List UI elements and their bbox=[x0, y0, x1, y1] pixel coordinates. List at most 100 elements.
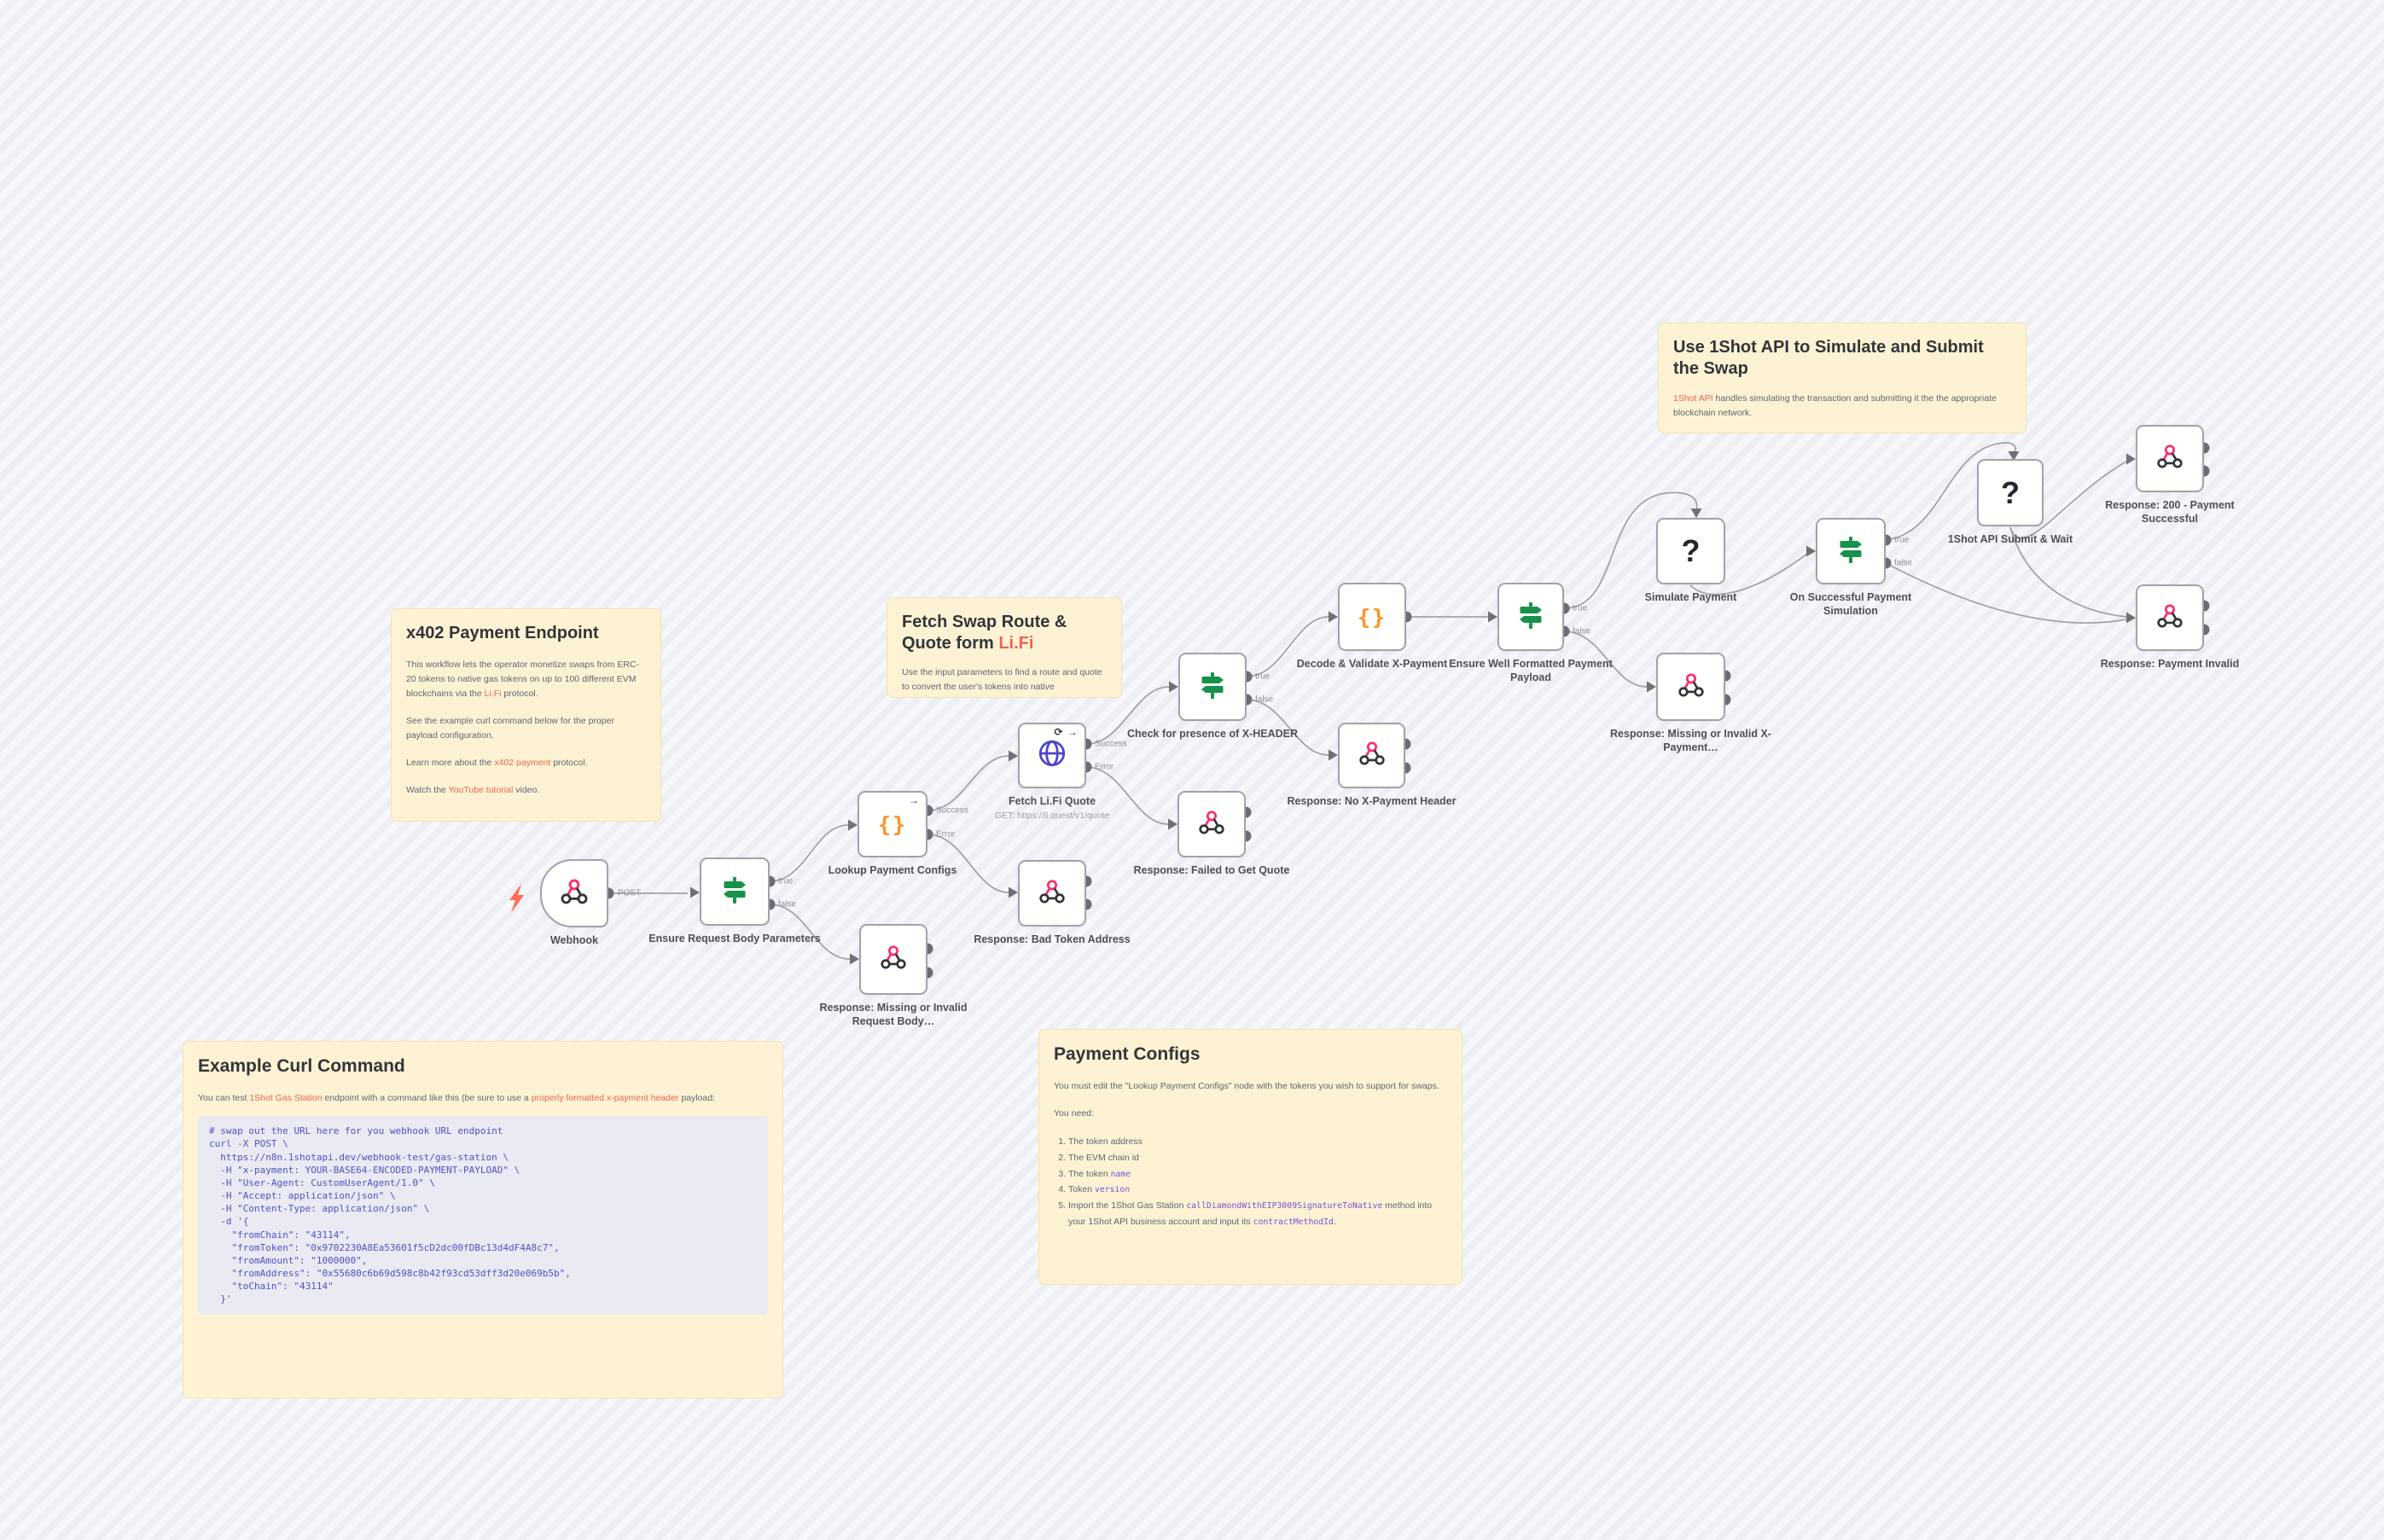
sticky-paragraph: Watch the YouTube tutorial video. bbox=[406, 785, 540, 795]
x-payment-header-link[interactable]: properly formatted x-payment header bbox=[531, 1093, 679, 1104]
unknown-node-icon: ? bbox=[2001, 474, 2020, 510]
node-webhook[interactable]: Webhook bbox=[540, 859, 608, 946]
port-label-false: false bbox=[778, 899, 797, 909]
node-label: Decode & Validate X-Payment bbox=[1296, 658, 1448, 670]
sticky-paragraph: This workflow lets the operator monetize… bbox=[406, 660, 640, 699]
node-label: Response: No X-Payment Header bbox=[1287, 795, 1457, 807]
sticky-paragraph: 1Shot API handles simulating the transac… bbox=[1673, 393, 1997, 418]
payment-configs-list: The token address The EVM chain id The t… bbox=[1054, 1134, 1447, 1229]
node-label: Webhook bbox=[549, 934, 599, 946]
sticky-paragraph: Use the input parameters to find a route… bbox=[902, 667, 1102, 692]
port-label-error: Error bbox=[1095, 762, 1114, 772]
code-braces-icon: {} bbox=[877, 811, 908, 837]
respond-webhook-icon bbox=[878, 942, 909, 977]
lifi-link[interactable]: Li.Fi bbox=[998, 634, 1034, 653]
sticky-paragraph: You must edit the "Lookup Payment Config… bbox=[1054, 1081, 1439, 1092]
node-ensure-well-formatted[interactable]: Ensure Well Formatted Payment Payload bbox=[1449, 583, 1613, 683]
node-response-failed-quote[interactable]: Response: Failed to Get Quote bbox=[1134, 791, 1289, 876]
node-label: Fetch Li.Fi Quote GET: https://li.quest/… bbox=[965, 794, 1140, 822]
port-label-error: Error bbox=[936, 829, 956, 840]
1shot-gas-station-link[interactable]: 1Shot Gas Station bbox=[249, 1093, 323, 1104]
node-label: Ensure Well Formatted Payment Payload bbox=[1449, 658, 1613, 684]
list-item: Import the 1Shot Gas Station callDiamond… bbox=[1068, 1198, 1447, 1229]
sticky-title: Payment Configs bbox=[1054, 1044, 1201, 1064]
retry-continue-icons: ⟳ → bbox=[1054, 726, 1079, 738]
node-1shot-submit-wait[interactable]: ? 1Shot API Submit & Wait bbox=[1948, 459, 2073, 545]
respond-webhook-icon bbox=[2154, 441, 2185, 476]
node-label: Response: Missing or Invalid X-Payment… bbox=[1610, 728, 1771, 754]
node-label: 1Shot API Submit & Wait bbox=[1947, 533, 2073, 545]
node-response-missing-xpayment[interactable]: Response: Missing or Invalid X-Payment… bbox=[1610, 653, 1771, 753]
sticky-x402-payment-endpoint[interactable]: x402 Payment Endpoint This workflow lets… bbox=[391, 608, 661, 822]
node-response-200[interactable]: Response: 200 - Payment Successful bbox=[2105, 425, 2235, 525]
node-fetch-lifi-quote[interactable]: ⟳ → Fetch Li.Fi Quote GET: https://li.qu… bbox=[995, 723, 1109, 821]
port-label-success: Success bbox=[936, 805, 968, 816]
node-label: Response: Payment Invalid bbox=[2100, 658, 2240, 670]
sticky-title: x402 Payment Endpoint bbox=[406, 624, 599, 642]
sticky-fetch-swap-route[interactable]: Fetch Swap Route & Quote form Li.Fi Use … bbox=[887, 597, 1122, 698]
code-braces-icon: {} bbox=[1357, 604, 1387, 630]
port-label-true: true bbox=[1255, 671, 1270, 682]
list-item: The EVM chain id bbox=[1068, 1150, 1447, 1166]
sticky-paragraph: See the example curl command below for t… bbox=[406, 716, 614, 741]
respond-webhook-icon bbox=[1357, 738, 1387, 773]
sticky-example-curl[interactable]: Example Curl Command You can test 1Shot … bbox=[183, 1041, 783, 1398]
node-check-xheader[interactable]: Check for presence of X-HEADER bbox=[1127, 653, 1298, 740]
sticky-title: Use 1Shot API to Simulate and Submit the… bbox=[1673, 338, 1984, 378]
http-request-globe-icon bbox=[1036, 737, 1068, 774]
node-label: Response: 200 - Payment Successful bbox=[2105, 499, 2235, 526]
list-item: Token version bbox=[1068, 1182, 1447, 1198]
node-label: On Successful Payment Simulation bbox=[1789, 591, 1912, 618]
node-label: Simulate Payment bbox=[1644, 591, 1737, 603]
if-filter-icon bbox=[1515, 600, 1546, 635]
port-label-false: false bbox=[1255, 694, 1274, 705]
respond-webhook-icon bbox=[1037, 876, 1067, 911]
port-label-true: true bbox=[1573, 603, 1588, 613]
respond-webhook-icon bbox=[1676, 670, 1707, 705]
node-label: Check for presence of X-HEADER bbox=[1126, 728, 1299, 740]
node-response-no-xpayment[interactable]: Response: No X-Payment Header bbox=[1288, 723, 1456, 807]
curl-code-block: # swap out the URL here for you webhook … bbox=[198, 1116, 768, 1315]
sticky-payment-configs[interactable]: Payment Configs You must edit the "Looku… bbox=[1038, 1029, 1462, 1285]
list-item: The token name bbox=[1068, 1166, 1447, 1183]
port-label-true: true bbox=[1894, 535, 1910, 545]
node-response-payment-invalid[interactable]: Response: Payment Invalid bbox=[2101, 584, 2239, 670]
node-ensure-request-body[interactable]: Ensure Request Body Parameters bbox=[648, 857, 821, 944]
sticky-use-1shot-api[interactable]: Use 1Shot API to Simulate and Submit the… bbox=[1658, 323, 2026, 433]
1shot-api-link[interactable]: 1Shot API bbox=[1673, 393, 1713, 404]
lifi-link[interactable]: Li.Fi bbox=[484, 689, 502, 699]
if-filter-icon bbox=[719, 875, 750, 909]
webhook-icon bbox=[558, 875, 590, 912]
respond-webhook-icon bbox=[2154, 601, 2185, 636]
if-filter-icon bbox=[1197, 670, 1228, 705]
port-label-true: true bbox=[778, 876, 794, 886]
port-label-success: Success bbox=[1095, 739, 1127, 749]
unknown-node-icon: ? bbox=[1681, 533, 1701, 568]
node-label: Ensure Request Body Parameters bbox=[648, 933, 821, 944]
list-item: The token address bbox=[1068, 1134, 1447, 1150]
node-on-successful-simulation[interactable]: On Successful Payment Simulation bbox=[1790, 518, 1911, 617]
node-sublabel: GET: https://li.quest/v1/quote bbox=[994, 811, 1110, 822]
node-lookup-payment-configs[interactable]: {} → Lookup Payment Configs bbox=[829, 791, 957, 876]
if-filter-icon bbox=[1835, 534, 1866, 569]
sticky-title: Fetch Swap Route & Quote form Li.Fi bbox=[902, 613, 1067, 653]
respond-webhook-icon bbox=[1196, 807, 1227, 842]
sticky-paragraph: Learn more about the x402 payment protoc… bbox=[406, 758, 588, 768]
node-response-missing-request-body[interactable]: Response: Missing or Invalid Request Bod… bbox=[820, 924, 967, 1027]
node-label: Response: Failed to Get Quote bbox=[1133, 864, 1290, 876]
node-decode-validate-xpayment[interactable]: {} Decode & Validate X-Payment bbox=[1297, 583, 1447, 670]
port-label-false: false bbox=[1894, 558, 1913, 568]
sticky-title: Example Curl Command bbox=[198, 1056, 405, 1076]
node-label: Lookup Payment Configs bbox=[828, 864, 957, 876]
sticky-paragraph: You can test 1Shot Gas Station endpoint … bbox=[198, 1093, 716, 1104]
sticky-paragraph: You need: bbox=[1054, 1108, 1094, 1119]
node-response-bad-token[interactable]: Response: Bad Token Address bbox=[974, 860, 1131, 945]
node-label: Response: Bad Token Address bbox=[974, 933, 1131, 945]
node-simulate-payment[interactable]: ? Simulate Payment bbox=[1645, 518, 1736, 603]
node-label: Response: Missing or Invalid Request Bod… bbox=[819, 1002, 968, 1028]
continue-on-error-icon: → bbox=[909, 794, 920, 806]
trigger-bolt-icon bbox=[509, 884, 524, 913]
youtube-tutorial-link[interactable]: YouTube tutorial bbox=[448, 785, 514, 795]
x402-payment-link[interactable]: x402 payment bbox=[494, 758, 551, 768]
